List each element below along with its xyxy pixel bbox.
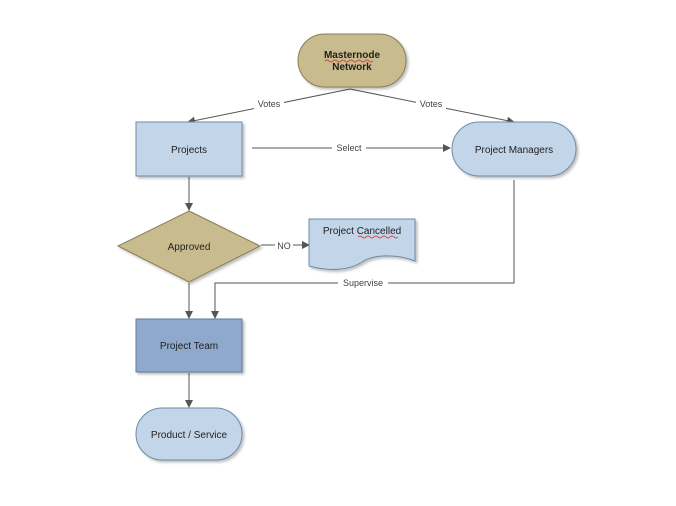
node-project-team: Project Team [135,318,243,373]
approved-label: Approved [168,242,211,253]
spellcheck-squiggle [324,59,374,63]
project-managers-label: Project Managers [475,145,553,156]
project-cancelled-label: Project Cancelled [323,226,401,237]
spellcheck-squiggle [357,235,399,239]
node-product-service: Product / Service [135,407,243,461]
node-project-cancelled: Project Cancelled [308,218,416,270]
edge-label-votes-left: Votes [258,99,281,109]
product-service-label: Product / Service [151,430,228,441]
edge-label-supervise: Supervise [343,278,383,288]
edge-label-select: Select [336,143,362,153]
edge-label-no: NO [277,241,291,251]
node-projects: Projects [135,121,243,177]
node-approved: Approved [116,210,262,283]
masternode-label-line1: Masternode [324,50,381,61]
edge-label-votes-right: Votes [420,99,443,109]
projects-label: Projects [171,145,207,156]
node-masternode-network: Masternode Network [297,33,407,88]
masternode-label-line2: Network [332,62,372,73]
node-project-managers: Project Managers [451,121,577,177]
edge-labels: Votes Votes Select NO Supervise [254,97,446,289]
project-team-label: Project Team [160,341,218,352]
